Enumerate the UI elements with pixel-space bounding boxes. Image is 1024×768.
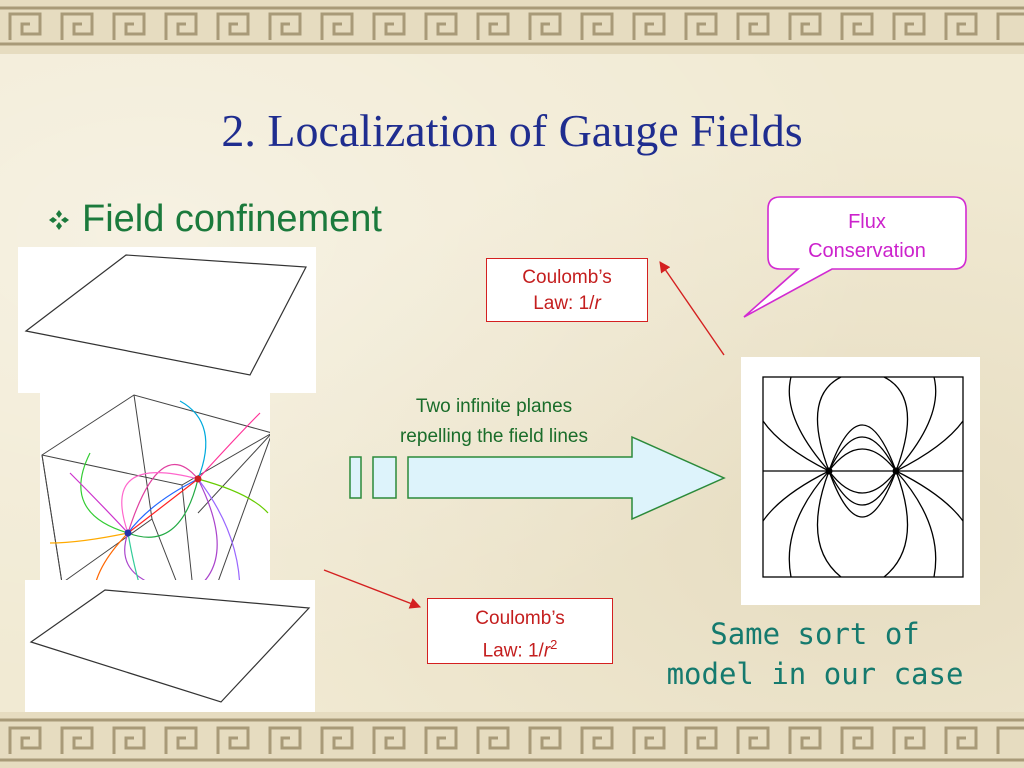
arrow-to-coulomb-bottom: [323, 569, 422, 609]
coulomb-bottom-line2: Law: 1/r2: [428, 632, 612, 664]
coulomb-bottom-prefix: Law: 1/: [482, 640, 544, 662]
coulomb-bottom-line1: Coulomb’s: [475, 608, 565, 629]
coulomb-top-line2: Law: 1/r: [487, 291, 647, 317]
bullet-text: Field confinement: [82, 198, 382, 240]
bullet-field-confinement: Field confinement: [48, 198, 382, 241]
coulomb-top-prefix: Law: 1/: [533, 293, 595, 314]
bottom-plane-drawing: [29, 589, 311, 703]
flux-line1: Flux: [848, 211, 886, 233]
flux-callout-text: Flux Conservation: [768, 208, 966, 266]
arrow-label-line1: Two infinite planes: [415, 396, 573, 417]
dipole-field-drawing: [762, 376, 964, 578]
top-plane-drawing: [24, 254, 307, 376]
model-note: Same sort of model in our case: [640, 614, 990, 694]
model-line2: model in our case: [666, 657, 964, 691]
coulomb-law-1-over-r2-box: Coulomb’s Law: 1/r2: [427, 598, 613, 664]
diamond-bullet-icon: [49, 209, 69, 230]
coulomb-bottom-var: r: [543, 640, 551, 662]
coulomb-law-1-over-r-box: Coulomb’s Law: 1/r: [486, 258, 648, 322]
coulomb-top-var: r: [594, 293, 601, 314]
arrow-right-icon: [349, 435, 726, 521]
top-border-pattern: [0, 0, 1024, 54]
arrow-label-line2: repelling the field lines: [399, 426, 588, 447]
slide-title: 2. Localization of Gauge Fields: [221, 105, 803, 156]
coulomb-top-line1: Coulomb’s: [522, 267, 612, 288]
flux-callout-shape: [743, 196, 967, 318]
flux-line2: Conservation: [808, 240, 926, 262]
coulomb-bottom-exp: 2: [550, 637, 558, 652]
model-line1: Same sort of: [710, 617, 920, 651]
top-plane-panel: [18, 247, 316, 393]
bottom-border-pattern: [0, 712, 1024, 768]
bottom-plane-panel: [25, 580, 315, 712]
arrow-label: Two infinite planes repelling the field …: [350, 392, 638, 452]
arrow-to-coulomb-top: [659, 261, 725, 356]
dipole-field-panel: [741, 357, 980, 605]
